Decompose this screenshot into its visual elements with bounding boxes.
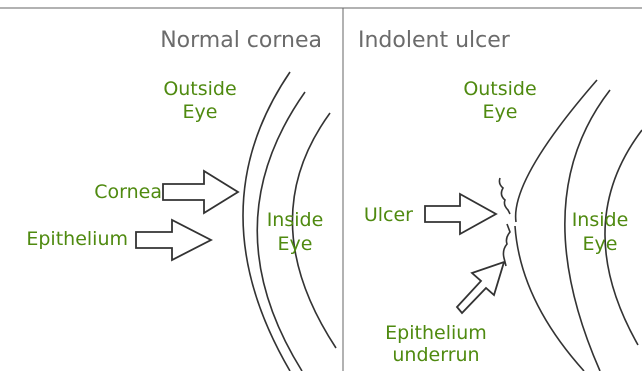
right-cornea-outer-lower [515, 226, 584, 371]
ulcer-arrow-icon [425, 194, 496, 234]
right-cornea-outer-upper [516, 80, 597, 222]
cornea-arrow-icon [163, 171, 238, 213]
right-inside-eye-label-1: Inside [572, 209, 629, 231]
epithelium-arrow-icon [136, 220, 211, 260]
ulcer-lower-flap [503, 224, 510, 266]
left-epithelium-line [257, 92, 305, 371]
left-inside-eye-label-2: Eye [278, 233, 313, 255]
left-outside-eye-label-1: Outside [163, 78, 236, 100]
ulcer-upper-flap [499, 178, 510, 214]
left-inside-eye-label-1: Inside [267, 209, 324, 231]
right-outside-eye-label-1: Outside [463, 78, 536, 100]
epithelium-label: Epithelium [26, 228, 128, 250]
right-panel: Indolent ulcer Outside Eye Inside Eye Ul… [358, 28, 642, 371]
underrun-label-1: Epithelium [385, 322, 487, 344]
left-panel: Normal cornea Outside Eye Inside Eye Cor… [26, 28, 336, 371]
underrun-label-2: underrun [392, 344, 479, 366]
left-panel-title: Normal cornea [160, 28, 322, 53]
right-outside-eye-label-2: Eye [483, 101, 518, 123]
ulcer-label: Ulcer [364, 204, 413, 226]
right-inside-eye-label-2: Eye [583, 233, 618, 255]
right-panel-title: Indolent ulcer [358, 28, 511, 53]
cornea-label: Cornea [94, 181, 162, 203]
underrun-arrow-icon [457, 262, 504, 313]
left-outside-eye-label-2: Eye [183, 101, 218, 123]
